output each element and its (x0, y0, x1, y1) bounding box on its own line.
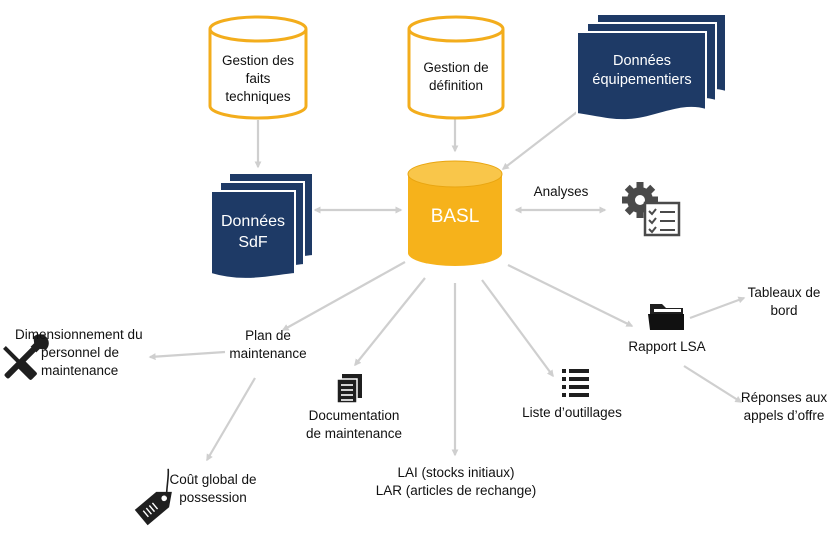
label-reponses: Réponses aux appels d’offre (734, 389, 834, 425)
cylinder-basl (407, 160, 503, 266)
label-dimensionnement-line-3: maintenance (41, 363, 119, 378)
folder-icon (648, 304, 684, 330)
label-cout: Coût global de possession (158, 471, 268, 507)
gear-checklist-icon (622, 182, 681, 237)
label-basl: BASL (430, 206, 480, 227)
label-definition-line-1: Gestion de (423, 60, 489, 75)
connectors (148, 111, 746, 462)
label-reponses-line-1: Réponses aux (740, 390, 828, 405)
label-reponses-line-2: appels d’offre (743, 408, 825, 423)
arrow-rapport-to-tableaux (689, 296, 746, 320)
label-plan: Plan de maintenance (218, 327, 318, 363)
label-documentation: Documentation de maintenance (292, 407, 416, 443)
arrow-basl-to-plan (281, 261, 406, 331)
arrow-basl-to-rapport (507, 264, 634, 327)
label-documentation-line-2: de maintenance (305, 426, 403, 441)
list-icon (562, 369, 589, 397)
label-definition-line-2: définition (428, 78, 484, 93)
arrow-plan-to-dimensionnement (148, 350, 226, 361)
label-plan-line-2: maintenance (229, 346, 307, 361)
label-faits-line-3: techniques (225, 89, 291, 104)
label-sdf-line-1: Données (220, 213, 286, 230)
label-lai: LAI (stocks initiaux) LAR (articles de r… (370, 464, 542, 500)
doc-stack-equipement (576, 13, 727, 122)
label-faits-line-1: Gestion des (221, 53, 295, 68)
label-equipement: Données équipementiers (580, 52, 704, 90)
label-documentation-line-1: Documentation (308, 408, 400, 423)
arrow-basl-to-documentation (354, 277, 426, 367)
label-analyses: Analyses (533, 184, 589, 199)
cylinder-definition (407, 15, 505, 120)
arrow-basl-to-outillages (481, 279, 554, 378)
doc-stack-sdf (210, 172, 314, 280)
label-dimensionnement-line-2: personnel de (41, 345, 120, 360)
label-dimensionnement: Dimensionnement du personnel de maintena… (15, 326, 165, 380)
label-faits-line-2: faits (245, 71, 271, 86)
label-rapport: Rapport LSA (628, 339, 706, 354)
label-tableaux-line-1: Tableaux de (747, 285, 821, 300)
document-icon (336, 374, 362, 404)
label-faits: Gestion des faits techniques (208, 52, 308, 106)
label-dimensionnement-line-1: Dimensionnement du (15, 327, 143, 342)
label-sdf: Données SdF (211, 211, 295, 253)
label-equipement-line-2: équipementiers (592, 72, 692, 88)
label-tableaux-line-2: bord (770, 303, 798, 318)
price-tag-icon (134, 468, 172, 526)
label-equipement-line-1: Données (612, 53, 672, 69)
label-lai-line-1: LAI (stocks initiaux) (397, 465, 515, 480)
cylinder-faits (208, 15, 308, 120)
label-tableaux: Tableaux de bord (738, 284, 830, 320)
label-cout-line-1: Coût global de (169, 472, 257, 487)
label-sdf-line-2: SdF (238, 234, 268, 251)
label-outillages: Liste d’outillages (522, 405, 622, 420)
arrow-rapport-to-reponses (683, 365, 743, 403)
label-definition: Gestion de définition (406, 59, 506, 95)
arrow-equipement-to-basl (501, 111, 578, 170)
label-lai-line-2: LAR (articles de rechange) (375, 483, 537, 498)
label-plan-line-1: Plan de (245, 328, 291, 343)
wrench-screwdriver-icon (3, 334, 49, 380)
label-cout-line-2: possession (179, 490, 247, 505)
arrow-plan-to-cout (206, 377, 256, 462)
